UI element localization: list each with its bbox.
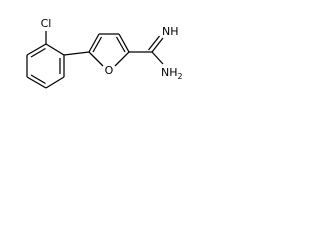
structural-formula: Cl O NH NH2	[26, 17, 183, 89]
bond-c-amine	[151, 51, 164, 65]
double-bond-c4-c5	[30, 74, 46, 85]
double-bond-c5f-c4f	[92, 36, 103, 53]
bond-o-c5f	[88, 51, 104, 67]
bond-c-imine	[151, 37, 164, 53]
chlorine-label: Cl	[41, 17, 52, 30]
double-bond-c2-c3	[30, 47, 46, 58]
ring-oxygen-label: O	[105, 64, 114, 77]
amine-label: NH2	[161, 66, 183, 81]
bond-c3f-c2f	[118, 33, 130, 53]
amine-n-label: NH	[161, 66, 178, 79]
phenyl-ring	[26, 43, 65, 89]
amine-subscript: 2	[178, 72, 183, 81]
bond-c1-c2	[45, 43, 65, 56]
double-bond-c-imine	[148, 35, 160, 51]
double-bond-c3f-c2f	[115, 36, 126, 53]
bond-c5-c6	[45, 76, 65, 89]
bond-c5f-c4f	[88, 33, 100, 53]
furan-ring	[88, 33, 130, 67]
bond-phenyl-furan	[63, 51, 90, 56]
bond-c2f-o	[114, 51, 130, 67]
bond-c4-c5	[26, 76, 47, 89]
bond-c2-c3	[26, 43, 47, 56]
imine-label: NH	[162, 25, 179, 38]
